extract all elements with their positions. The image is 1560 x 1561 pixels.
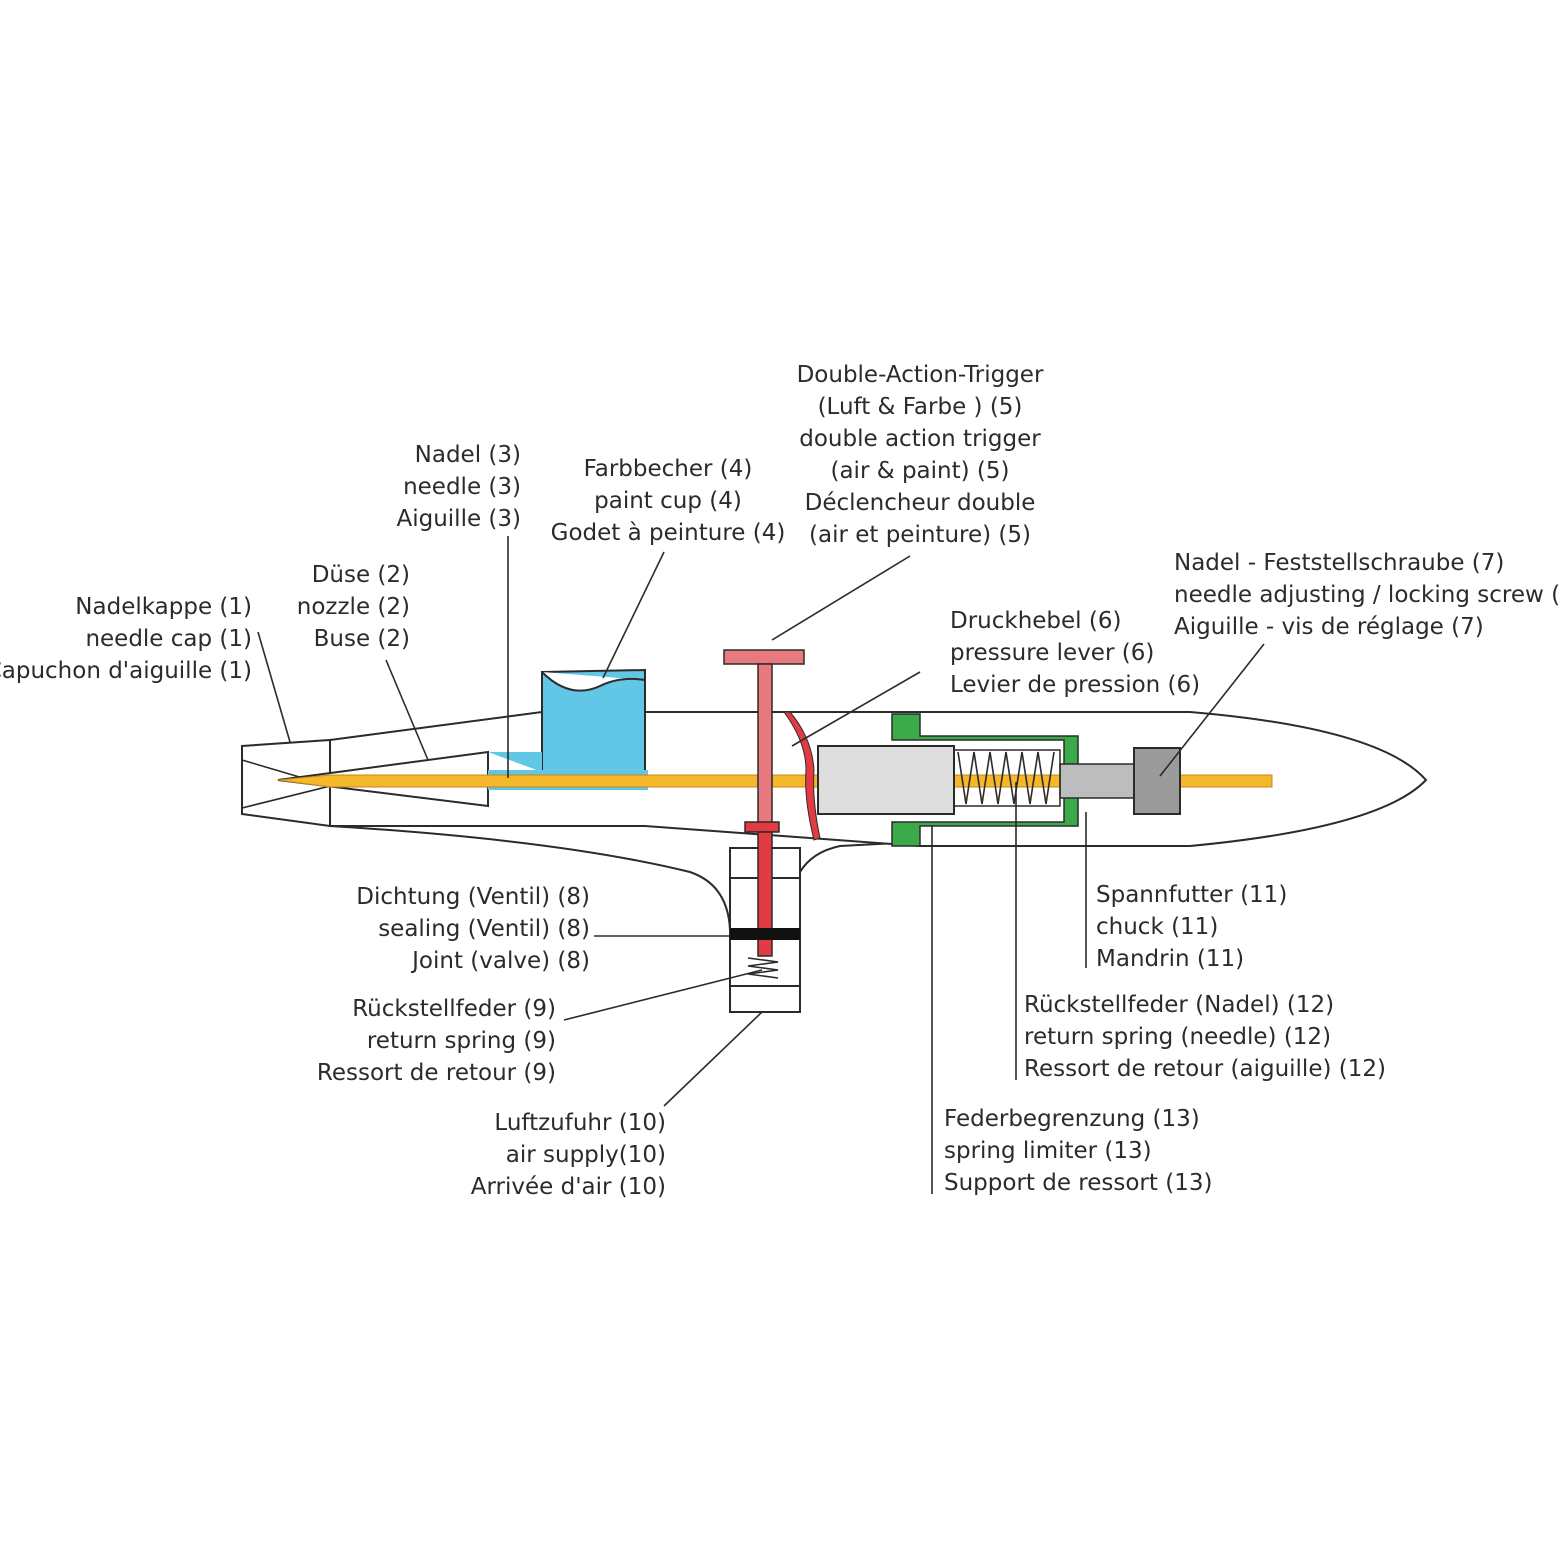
- label-paint-cup: Farbbecher (4) paint cup (4) Godet à pei…: [551, 456, 786, 546]
- svg-text:nozzle (2): nozzle (2): [297, 594, 410, 620]
- svg-text:air supply(10): air supply(10): [506, 1142, 666, 1168]
- svg-text:Ressort de retour (aiguille) (: Ressort de retour (aiguille) (12): [1024, 1056, 1386, 1082]
- label-needle-cap: Nadelkappe (1) needle cap (1) Capuchon d…: [0, 594, 252, 684]
- svg-text:chuck (11): chuck (11): [1096, 914, 1218, 940]
- label-spring-limiter: Federbegrenzung (13) spring limiter (13)…: [944, 1106, 1212, 1196]
- svg-text:Nadel (3): Nadel (3): [415, 442, 521, 468]
- svg-text:Joint (valve) (8): Joint (valve) (8): [410, 948, 590, 974]
- svg-text:double action trigger: double action trigger: [799, 426, 1041, 452]
- pressure-lever-shape: [783, 711, 821, 841]
- svg-text:(air & paint) (5): (air & paint) (5): [830, 458, 1009, 484]
- svg-text:Federbegrenzung (13): Federbegrenzung (13): [944, 1106, 1200, 1132]
- svg-text:return spring (needle) (12): return spring (needle) (12): [1024, 1024, 1331, 1050]
- svg-text:Dichtung (Ventil) (8): Dichtung (Ventil) (8): [356, 884, 590, 910]
- label-chuck: Spannfutter (11) chuck (11) Mandrin (11): [1096, 882, 1287, 972]
- label-nozzle: Düse (2) nozzle (2) Buse (2): [297, 562, 410, 652]
- svg-text:needle (3): needle (3): [403, 474, 521, 500]
- label-needle: Nadel (3) needle (3) Aiguille (3): [396, 442, 521, 532]
- label-trigger: Double-Action-Trigger (Luft & Farbe ) (5…: [797, 362, 1044, 548]
- svg-text:Levier de pression (6): Levier de pression (6): [950, 672, 1200, 698]
- svg-text:sealing (Ventil) (8): sealing (Ventil) (8): [378, 916, 590, 942]
- svg-text:Capuchon d'aiguille (1): Capuchon d'aiguille (1): [0, 658, 252, 684]
- label-pressure-lever: Druckhebel (6) pressure lever (6) Levier…: [950, 608, 1200, 698]
- svg-text:Mandrin (11): Mandrin (11): [1096, 946, 1244, 972]
- svg-text:Aiguille (3): Aiguille (3): [396, 506, 521, 532]
- svg-text:Nadelkappe (1): Nadelkappe (1): [75, 594, 252, 620]
- svg-text:Double-Action-Trigger: Double-Action-Trigger: [797, 362, 1044, 388]
- svg-text:needle adjusting / locking scr: needle adjusting / locking screw (7): [1174, 582, 1560, 608]
- needle-spring-shape: [957, 751, 1055, 805]
- label-needle-spring: Rückstellfeder (Nadel) (12) return sprin…: [1024, 992, 1386, 1082]
- svg-text:(Luft & Farbe ) (5): (Luft & Farbe ) (5): [818, 394, 1023, 420]
- svg-text:return spring (9): return spring (9): [367, 1028, 556, 1054]
- label-return-spring: Rückstellfeder (9) return spring (9) Res…: [317, 996, 556, 1086]
- svg-text:Support de ressort (13): Support de ressort (13): [944, 1170, 1212, 1196]
- svg-text:Ressort de retour (9): Ressort de retour (9): [317, 1060, 556, 1086]
- svg-text:Arrivée d'air (10): Arrivée d'air (10): [471, 1174, 666, 1200]
- svg-text:Nadel - Feststellschraube (7): Nadel - Feststellschraube (7): [1174, 550, 1504, 576]
- svg-text:spring limiter (13): spring limiter (13): [944, 1138, 1152, 1164]
- svg-text:paint cup (4): paint cup (4): [594, 488, 742, 514]
- spring-limiter-shape: [891, 713, 1079, 847]
- svg-text:pressure lever (6): pressure lever (6): [950, 640, 1154, 666]
- svg-text:Buse (2): Buse (2): [314, 626, 410, 652]
- svg-text:Rückstellfeder (9): Rückstellfeder (9): [352, 996, 556, 1022]
- svg-text:Farbbecher (4): Farbbecher (4): [584, 456, 753, 482]
- svg-text:Düse (2): Düse (2): [312, 562, 410, 588]
- leader-lines: [257, 536, 1265, 1194]
- svg-text:needle cap (1): needle cap (1): [85, 626, 252, 652]
- chuck-shape: [817, 745, 955, 815]
- svg-text:Druckhebel (6): Druckhebel (6): [950, 608, 1121, 634]
- locking-screw-shape: [1133, 747, 1181, 815]
- svg-text:Rückstellfeder (Nadel) (12): Rückstellfeder (Nadel) (12): [1024, 992, 1334, 1018]
- valve-spring-shape: [747, 957, 779, 979]
- svg-text:(air et peinture) (5): (air et peinture) (5): [809, 522, 1031, 548]
- label-sealing: Dichtung (Ventil) (8) sealing (Ventil) (…: [356, 884, 590, 974]
- svg-text:Luftzufuhr (10): Luftzufuhr (10): [494, 1110, 666, 1136]
- trigger-shape: [723, 649, 805, 957]
- sealing-shape: [730, 928, 800, 940]
- label-locking-screw: Nadel - Feststellschraube (7) needle adj…: [1174, 550, 1560, 640]
- svg-text:Godet à peinture (4): Godet à peinture (4): [551, 520, 786, 546]
- svg-text:Déclencheur double: Déclencheur double: [805, 490, 1036, 516]
- svg-text:Spannfutter (11): Spannfutter (11): [1096, 882, 1287, 908]
- needle-cap-shape: [241, 738, 331, 828]
- svg-text:Aiguille - vis de réglage (7): Aiguille - vis de réglage (7): [1174, 614, 1484, 640]
- label-air-supply: Luftzufuhr (10) air supply(10) Arrivée d…: [471, 1110, 666, 1200]
- needle-shape: [277, 774, 1273, 788]
